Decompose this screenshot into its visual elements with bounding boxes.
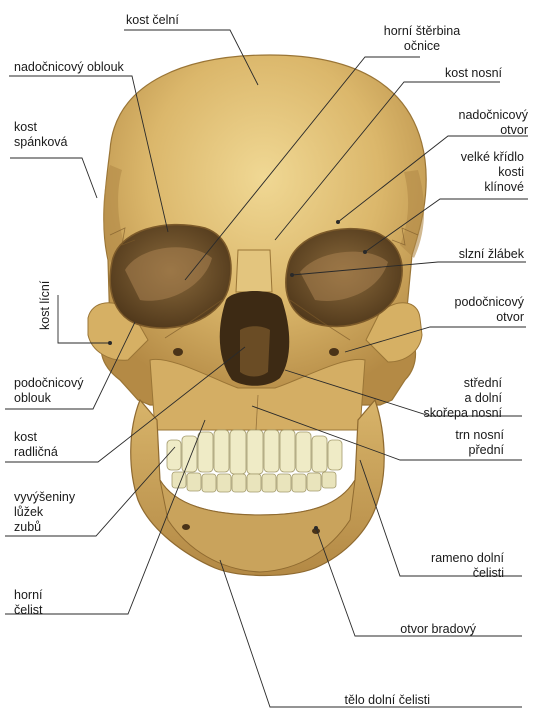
label-nadocnicovy-oblouk: nadočnicový oblouk bbox=[14, 60, 124, 74]
label-otvor-bradovy: otvor bradový bbox=[400, 622, 476, 636]
nasal-turbinates bbox=[240, 326, 270, 377]
temporal-left bbox=[103, 165, 126, 262]
label-kost-celni: kost čelní bbox=[126, 13, 179, 27]
maxilla bbox=[149, 358, 366, 431]
leader-dots bbox=[108, 220, 367, 530]
orbit-right-inner bbox=[300, 251, 388, 301]
mental-foramen-left bbox=[182, 524, 190, 530]
label-slzni-zlabek: slzní žlábek bbox=[458, 247, 524, 261]
leader-lines bbox=[5, 29, 528, 708]
label-telo-dolni: tělo dolní čelisti bbox=[344, 693, 430, 707]
orbit-left-inner bbox=[125, 247, 212, 301]
nasal-bones bbox=[235, 249, 273, 293]
label-vyvyseniny: vyvýšeniny lůžek zubů bbox=[14, 490, 76, 534]
label-kost-spankova: kost spánková bbox=[14, 120, 68, 149]
chin bbox=[159, 479, 356, 573]
label-kost-licni: kost lícní bbox=[38, 280, 52, 330]
label-stredni-skorepa: střední a dolní skořepa nosní bbox=[423, 376, 502, 420]
label-velke-kridlo: velké křídlo kosti klínové bbox=[460, 150, 524, 194]
sutures bbox=[109, 227, 419, 431]
skull-illustration bbox=[87, 54, 427, 577]
temporal-right bbox=[400, 170, 425, 258]
label-trn-nosni: trn nosní přední bbox=[455, 428, 504, 457]
upper-teeth bbox=[166, 429, 343, 475]
label-kost-nosni: kost nosní bbox=[445, 66, 502, 80]
label-horni-celist: horní čelist bbox=[14, 588, 43, 617]
label-kost-radlicna: kost radličná bbox=[14, 430, 58, 459]
label-nadocnicovy-otvor: nadočnicový otvor bbox=[458, 108, 529, 137]
label-podocnicovy-oblouk: podočnicový oblouk bbox=[14, 376, 84, 405]
label-podocnicovy-otvor: podočnicový otvor bbox=[454, 295, 525, 324]
label-horni-sterbina: horní štěrbina očnice bbox=[383, 24, 461, 53]
zygoma-right bbox=[365, 302, 423, 363]
lower-teeth bbox=[171, 471, 337, 493]
foramen-right bbox=[329, 348, 339, 356]
label-rameno: rameno dolní čelisti bbox=[431, 551, 504, 580]
foramen-left bbox=[173, 348, 183, 356]
